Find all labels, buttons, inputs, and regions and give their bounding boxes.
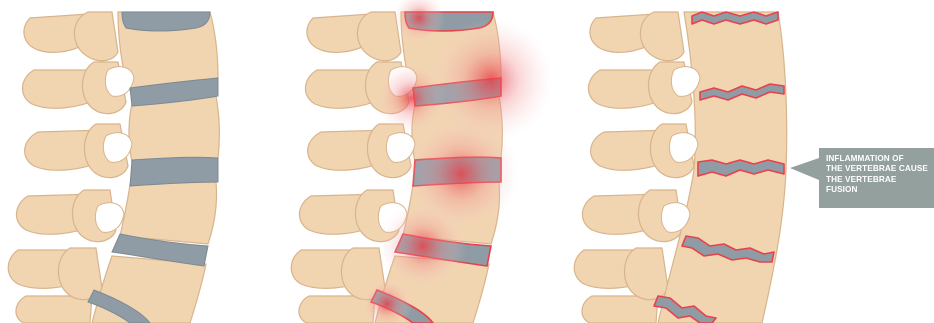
foramen xyxy=(95,203,124,233)
foramen xyxy=(105,67,134,97)
articular-process xyxy=(624,248,668,300)
intervertebral-disc xyxy=(122,12,210,31)
foramen xyxy=(103,133,132,163)
inflamed-spine-panel xyxy=(291,0,553,323)
fused-spine-panel xyxy=(574,12,819,323)
callout-line: FUSION xyxy=(826,185,934,195)
foramen xyxy=(669,133,698,163)
articular-process xyxy=(74,12,118,61)
vertebral-body xyxy=(92,256,206,323)
fusion-callout: INFLAMMATION OF THE VERTEBRAE CAUSE THE … xyxy=(819,148,934,208)
healthy-spine-panel xyxy=(8,12,219,323)
callout-line: THE VERTEBRAE CAUSE xyxy=(826,164,934,174)
callout-pointer xyxy=(790,158,819,180)
callout-line: INFLAMMATION OF xyxy=(826,154,934,164)
inflammation-glow xyxy=(379,202,467,290)
articular-process xyxy=(640,12,684,61)
intervertebral-disc xyxy=(130,157,218,186)
callout-line: THE VERTEBRAE xyxy=(826,175,934,185)
vertebral-body xyxy=(129,96,219,162)
vertebral-body xyxy=(120,182,217,244)
